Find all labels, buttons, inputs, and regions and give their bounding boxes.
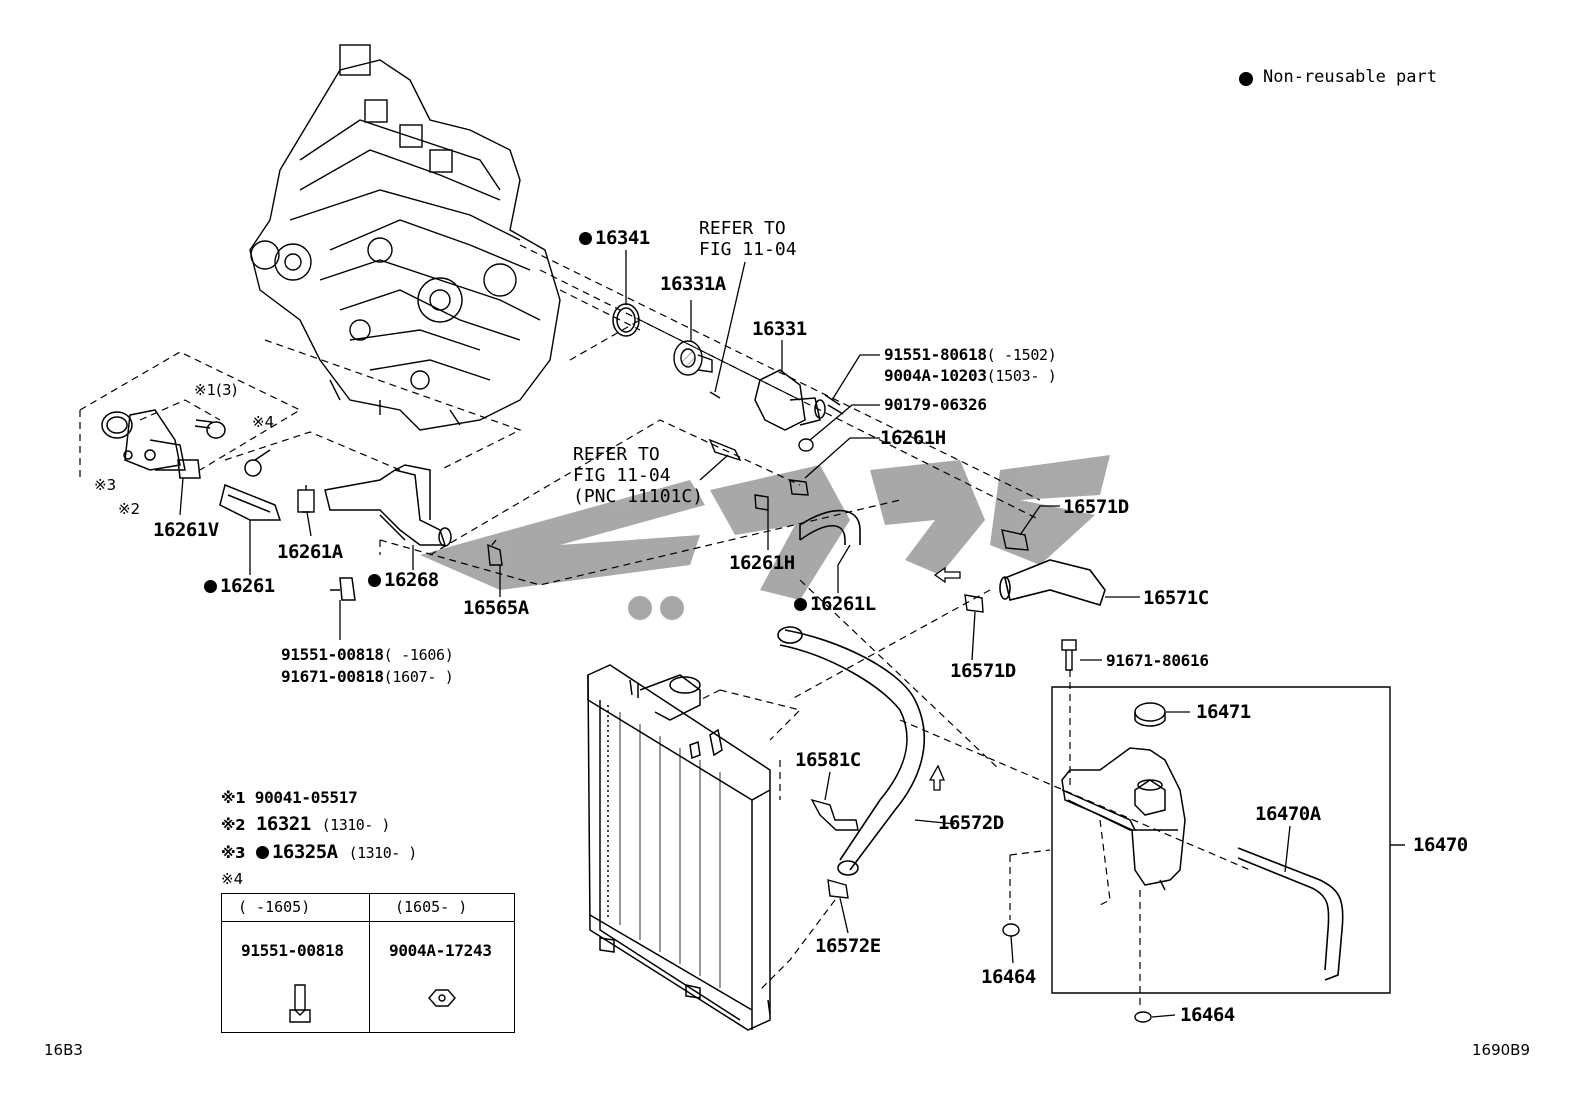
- bypass-pipe: [708, 438, 742, 462]
- mark-1-3: ※1(3): [194, 381, 238, 399]
- table-col2-part: 9004A-17243: [389, 941, 492, 960]
- hose-16261L: [799, 509, 861, 545]
- label-16470: 16470: [1413, 834, 1468, 856]
- refer-to-top: REFER TO: [699, 218, 786, 239]
- table-col2-header: (1605- ): [395, 898, 468, 916]
- label-16471: 16471: [1196, 701, 1251, 723]
- label-16572E: 16572E: [815, 935, 881, 957]
- label-16261L: 16261L: [794, 595, 876, 614]
- watermark-logo: [420, 455, 1110, 620]
- water-outlet-housing: [101, 409, 271, 479]
- note-4: ※4: [221, 870, 244, 888]
- mark-3: ※3: [94, 476, 117, 494]
- dashed-leader-lines: [79, 244, 1251, 1010]
- hose-16470A: [1237, 847, 1344, 981]
- leader-lines: [179, 250, 1291, 1018]
- label-16464-bottom: 16464: [1180, 1004, 1235, 1026]
- bolts: [289, 639, 1077, 1023]
- label-91671-00818: 91671-00818(1607- ): [281, 667, 454, 686]
- reservoir-tank: [1061, 747, 1186, 891]
- note-3: ※3 16325A (1310- ): [221, 841, 417, 863]
- footer-right-code: 1690B9: [1472, 1041, 1531, 1059]
- clamp-16565A: [487, 539, 503, 566]
- direction-arrows: [928, 566, 961, 791]
- table-col1-part: 91551-00818: [241, 941, 344, 960]
- cap-16471: [1134, 702, 1166, 727]
- refer-to-mid: REFER TO: [573, 444, 660, 465]
- label-16261H-lower: 16261H: [729, 552, 795, 574]
- label-16261V: 16261V: [153, 519, 219, 541]
- label-16268: 16268: [368, 571, 439, 590]
- label-16572D: 16572D: [938, 812, 1004, 834]
- label-16341: 16341: [579, 229, 650, 248]
- label-91551-00818: 91551-00818( -1606): [281, 645, 454, 664]
- footer-left-code: 16B3: [44, 1041, 83, 1059]
- label-16470A: 16470A: [1255, 803, 1321, 825]
- radiator: [587, 664, 771, 1031]
- label-90179-06326: 90179-06326: [884, 395, 987, 414]
- label-16571D-lower: 16571D: [950, 660, 1016, 682]
- legend-nonreusable: Non-reusable part: [1263, 67, 1437, 87]
- label-16331: 16331: [752, 318, 807, 340]
- hose-16572D: [777, 626, 926, 876]
- variant-table: [221, 893, 515, 1033]
- label-16261: 16261: [204, 577, 275, 596]
- clamp-16571D-upper: [1001, 529, 1029, 551]
- bracket-16581C: [810, 798, 859, 831]
- inlet-housing-16331: [754, 369, 844, 431]
- gasket-16341: [612, 303, 640, 337]
- fig-ref-top: FIG 11-04: [699, 239, 797, 260]
- engine-block: [249, 44, 561, 431]
- table-col1-header: ( -1605): [238, 898, 311, 916]
- label-16565A: 16565A: [463, 597, 529, 619]
- legend-dot: [1239, 72, 1253, 86]
- thermostat-16331A: [673, 340, 721, 399]
- clamp-16572E: [827, 879, 849, 899]
- mark-2: ※2: [118, 500, 141, 518]
- hose-16261: [219, 483, 282, 521]
- note-1: ※1 90041-05517: [221, 788, 358, 807]
- hose-16571C: [999, 559, 1106, 606]
- mark-4: ※4: [252, 413, 275, 431]
- label-16261A: 16261A: [277, 541, 343, 563]
- label-16571C: 16571C: [1143, 587, 1209, 609]
- clamp-16571D-lower: [964, 594, 984, 613]
- inlet-pipe-16268: [324, 464, 452, 601]
- label-16581C: 16581C: [795, 749, 861, 771]
- note-2: ※2 16321 (1310- ): [221, 813, 390, 835]
- label-16261H-upper: 16261H: [880, 427, 946, 449]
- reservoir-box: [1051, 686, 1405, 994]
- fig-ref-mid: FIG 11-04: [573, 465, 671, 486]
- pnc-ref-mid: (PNC 11101C): [573, 486, 704, 507]
- label-16331A: 16331A: [660, 273, 726, 295]
- label-91671-80616: 91671-80616: [1106, 651, 1209, 670]
- label-16571D-upper: 16571D: [1063, 496, 1129, 518]
- label-9004A-10203: 9004A-10203(1503- ): [884, 366, 1057, 385]
- label-91551-80618: 91551-80618( -1502): [884, 345, 1057, 364]
- clamp-16261A: [297, 485, 315, 513]
- label-16464-left: 16464: [981, 966, 1036, 988]
